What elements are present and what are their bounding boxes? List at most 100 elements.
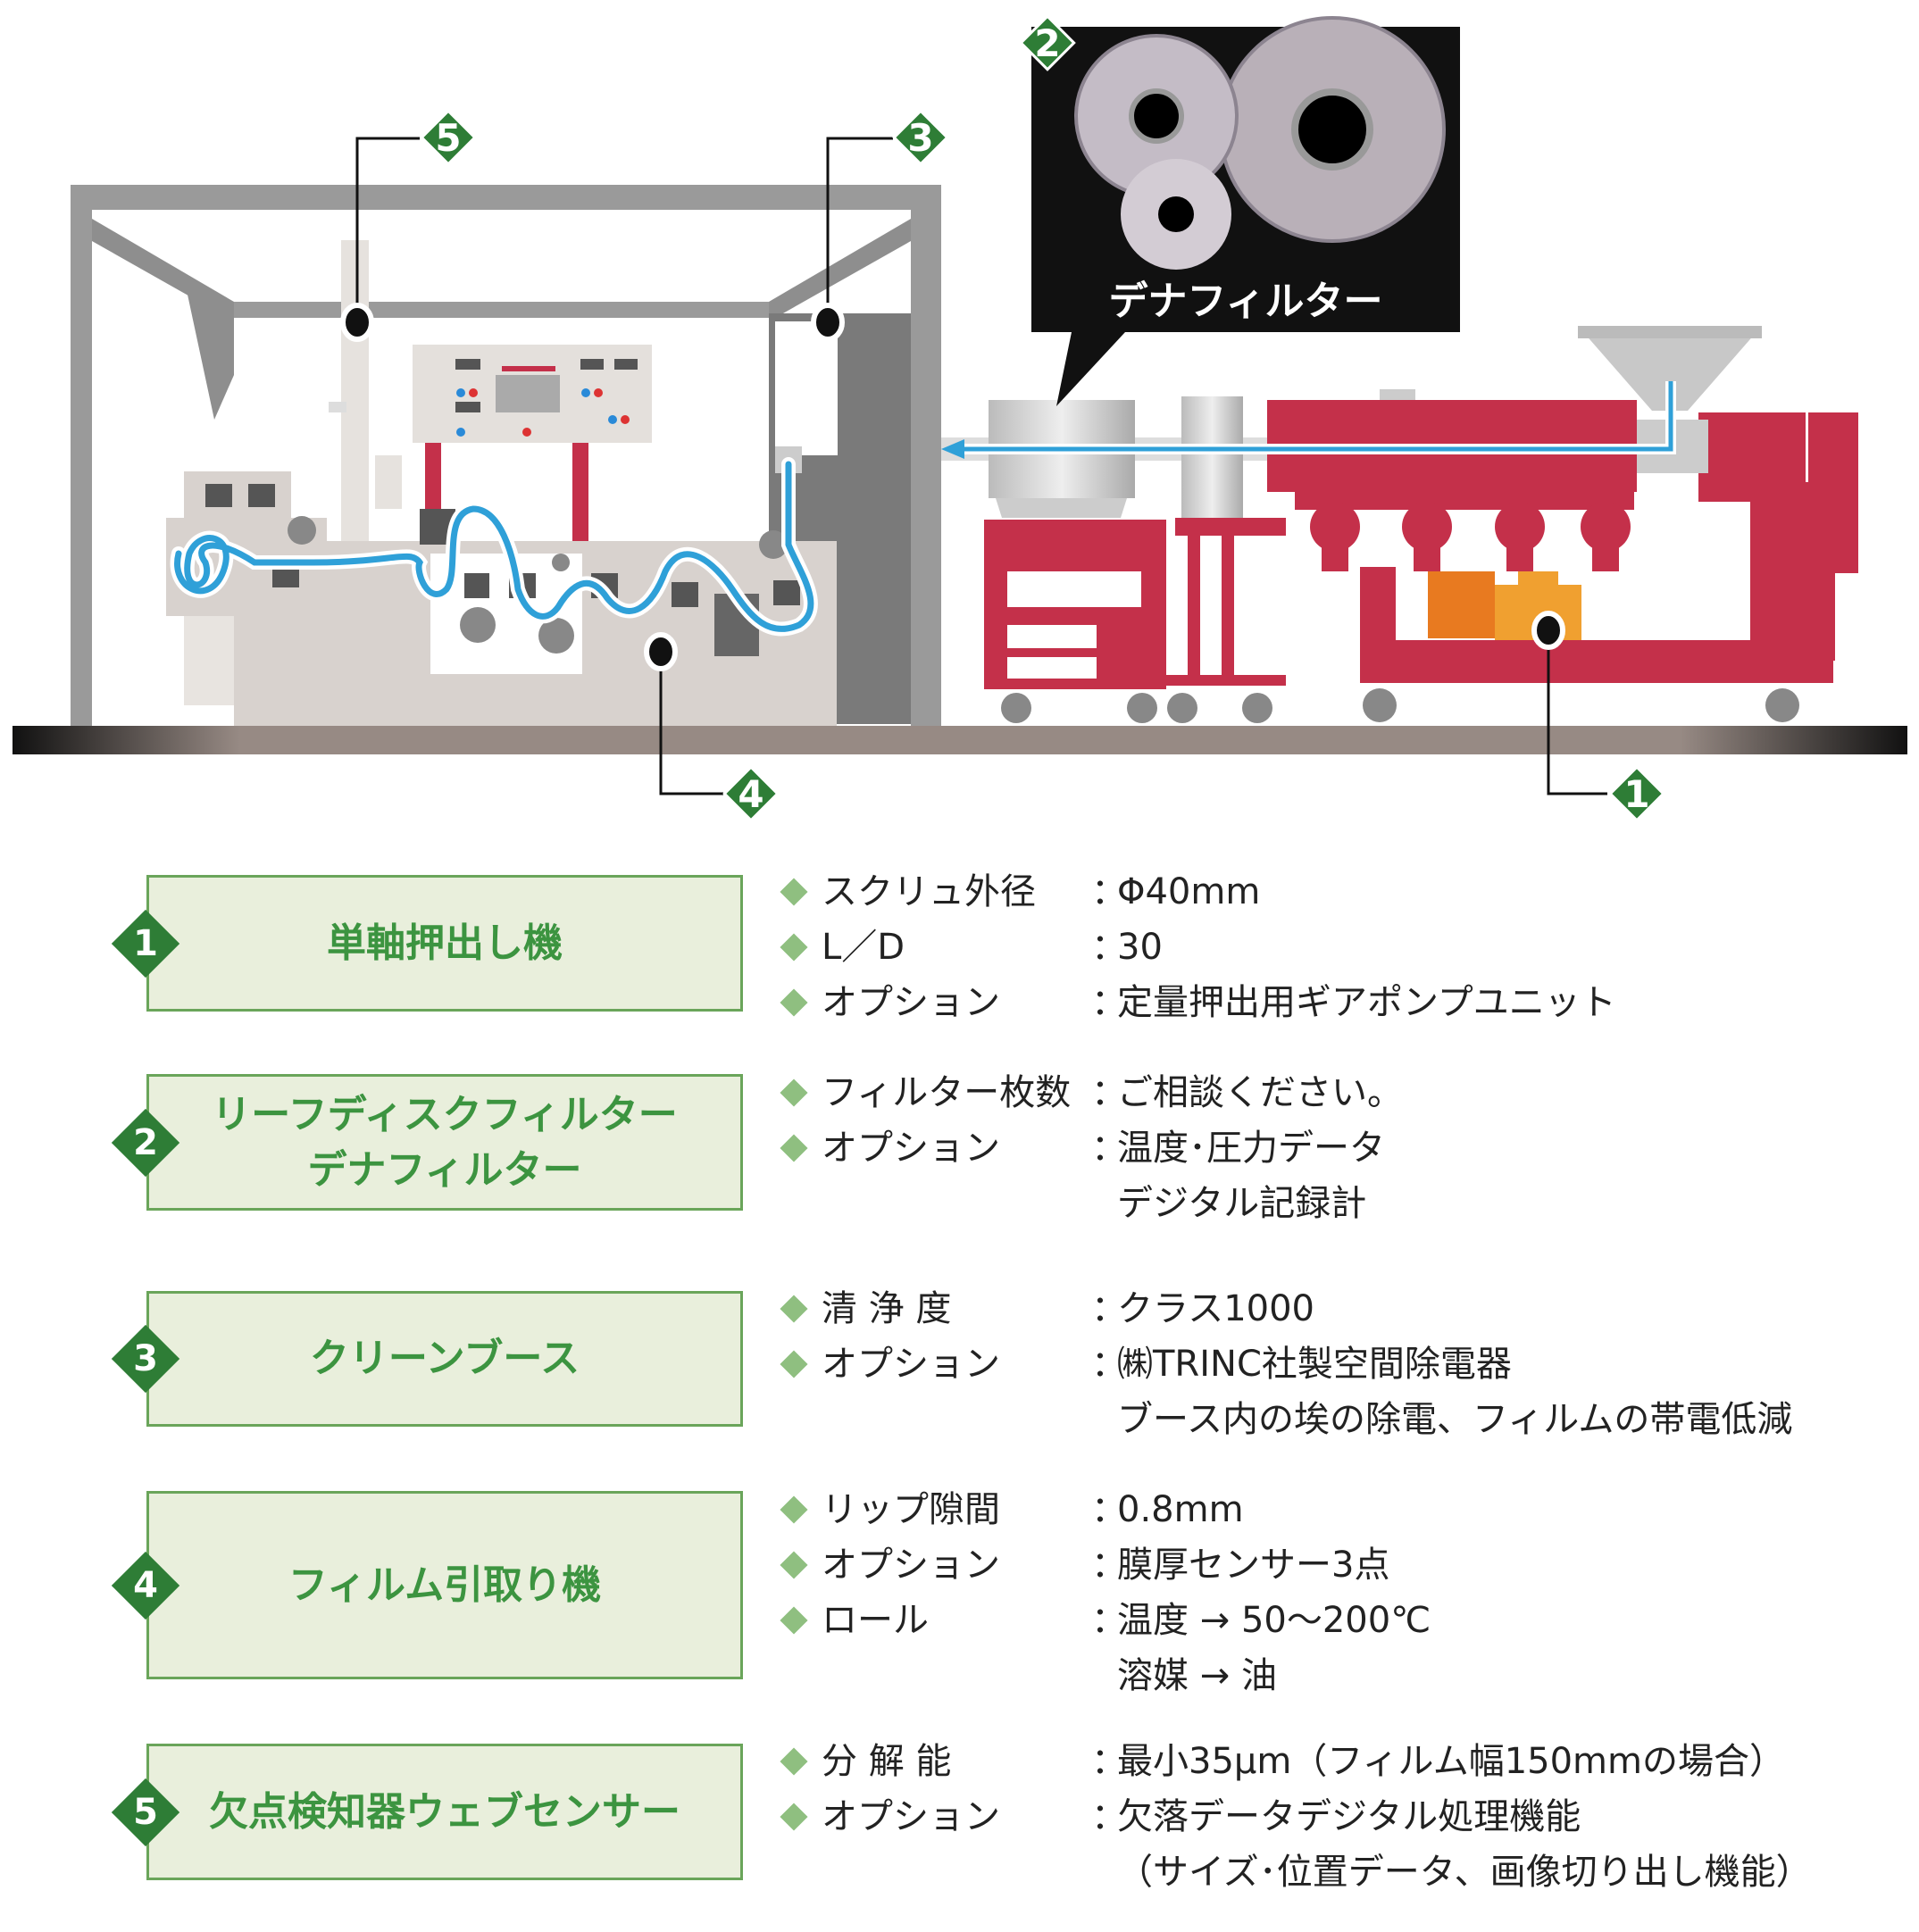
spec-value: （サイズ･位置データ、画像切り出し機能） [1117, 1852, 1812, 1893]
spec-label: オプション [822, 1545, 1000, 1586]
bullet-diamond-icon [780, 1295, 808, 1323]
spec-label: 清 浄 度 [822, 1288, 952, 1329]
spec-line: スクリュ外径：Φ40mm [0, 864, 1919, 920]
marker-2: 2 [1019, 14, 1076, 71]
bullet-diamond-icon [780, 878, 808, 906]
item-number: 1 [133, 922, 158, 964]
spec-label: L／D [822, 927, 905, 968]
spec-label: オプション [822, 1796, 1000, 1837]
item-title: 単軸押出し機 [327, 920, 563, 966]
bullet-diamond-icon [780, 1350, 808, 1378]
bullet-diamond-icon [780, 1078, 808, 1107]
spec-line: オプション ：温度･圧力データ [0, 1120, 1919, 1176]
spec-label: オプション [822, 1344, 1000, 1385]
item-number-badge: 5 [111, 1778, 180, 1846]
item-title: デナフィルター [307, 1146, 582, 1193]
marker-4: 4 [722, 765, 780, 822]
bullet-diamond-icon [780, 1551, 808, 1579]
spec-colon: ： [1091, 982, 1127, 1023]
spec-value: 温度 → 50～200℃ [1117, 1600, 1431, 1641]
svg-text:1: 1 [1623, 772, 1649, 816]
item-title: クリーンブース [309, 1336, 580, 1381]
item-title-box: フィルム引取り機 [146, 1491, 743, 1679]
spec-line: ブース内の埃の除電、フィルムの帯電低減 [0, 1392, 1919, 1447]
spec-line: オプション ：欠落データデジタル処理機能 [0, 1789, 1919, 1845]
spec-value: ㈱TRINC社製空間除電器 [1117, 1344, 1512, 1385]
spec-colon: ： [1091, 1796, 1127, 1837]
spec-value: 膜厚センサー3点 [1117, 1545, 1390, 1586]
item-title-box: 単軸押出し機 [146, 875, 743, 1012]
spec-line: フィルター枚数：ご相談ください。 [0, 1065, 1919, 1120]
spec-value: ブース内の埃の除電、フィルムの帯電低減 [1117, 1399, 1793, 1440]
spec-label: スクリュ外径 [822, 871, 1036, 912]
spec-colon: ： [1091, 1128, 1127, 1169]
spec-value: クラス1000 [1117, 1288, 1314, 1329]
marker-5: 5 [420, 109, 477, 166]
item-number: 5 [133, 1791, 158, 1833]
bullet-diamond-icon [780, 1495, 808, 1524]
spec-colon: ： [1091, 1288, 1127, 1329]
spec-line: 分 解 能 ：最小35µm（フィルム幅150mmの場合） [0, 1734, 1919, 1789]
spec-line: オプション ：㈱TRINC社製空間除電器 [0, 1337, 1919, 1392]
photo-label: デナフィルター [1108, 279, 1382, 324]
spec-value: 0.8mm [1117, 1489, 1244, 1530]
spec-value: 30 [1117, 927, 1163, 968]
bullet-diamond-icon [780, 1747, 808, 1776]
item-title: リーフディスクフィルター [212, 1091, 678, 1137]
spec-label: リップ隙間 [822, 1489, 1000, 1530]
spec-value: 温度･圧力データ [1117, 1128, 1385, 1169]
item-number-badge: 2 [111, 1108, 180, 1177]
item-title-box: 欠点検知器ウェブセンサー [146, 1744, 743, 1880]
spec-label: 分 解 能 [822, 1741, 952, 1782]
item-number: 2 [133, 1121, 158, 1163]
spec-line: 溶媒 → 油 [0, 1648, 1919, 1703]
marker-3: 3 [892, 109, 949, 166]
spec-label: オプション [822, 1128, 1000, 1169]
svg-text:4: 4 [738, 772, 763, 816]
spec-value: デジタル記録計 [1117, 1183, 1367, 1224]
bullet-diamond-icon [780, 1134, 808, 1162]
spec-colon: ： [1091, 1741, 1127, 1782]
bullet-diamond-icon [780, 1606, 808, 1635]
item-title-box: リーフディスクフィルターデナフィルター [146, 1074, 743, 1211]
item-title: フィルム引取り機 [288, 1561, 602, 1608]
spec-colon: ： [1091, 871, 1127, 912]
spec-line: オプション ：定量押出用ギアポンプユニット [0, 975, 1919, 1030]
spec-line: デジタル記録計 [0, 1176, 1919, 1231]
svg-text:3: 3 [907, 116, 933, 160]
item-title-box: クリーンブース [146, 1291, 743, 1427]
production-line-diagram: デナフィルター 1 2 3 4 5 [13, 14, 1907, 822]
spec-colon: ： [1091, 1545, 1127, 1586]
bullet-diamond-icon [780, 988, 808, 1017]
callout-dots [340, 303, 1565, 671]
spec-value: 定量押出用ギアポンプユニット [1117, 982, 1616, 1023]
item-number-badge: 4 [111, 1551, 180, 1620]
spec-colon: ： [1091, 927, 1127, 968]
single-screw-extruder [1267, 326, 1858, 722]
filter-photo: デナフィルター [1031, 16, 1460, 406]
marker-1: 1 [1608, 765, 1665, 822]
spec-line: オプション ：膜厚センサー3点 [0, 1537, 1919, 1593]
callout-lines [355, 137, 1607, 795]
spec-value: 溶媒 → 油 [1117, 1655, 1277, 1696]
spec-colon: ： [1091, 1489, 1127, 1530]
bullet-diamond-icon [780, 1803, 808, 1831]
spec-value: 欠落データデジタル処理機能 [1117, 1796, 1581, 1837]
spec-line: 清 浄 度 ：クラス1000 [0, 1281, 1919, 1337]
floor [13, 726, 1907, 754]
item-number: 3 [133, 1338, 158, 1379]
item-number-badge: 3 [111, 1324, 180, 1394]
spec-line: リップ隙間 ：0.8mm [0, 1482, 1919, 1537]
spec-colon: ： [1091, 1344, 1127, 1385]
item-number-badge: 1 [111, 909, 180, 978]
spec-line: ロール：温度 → 50～200℃ [0, 1593, 1919, 1648]
svg-text:2: 2 [1034, 21, 1060, 65]
spec-label: オプション [822, 982, 1000, 1023]
spec-line: L／D ：30 [0, 920, 1919, 975]
spec-colon: ： [1091, 1600, 1127, 1641]
spec-line: （サイズ･位置データ、画像切り出し機能） [0, 1845, 1919, 1900]
spec-value: 最小35µm（フィルム幅150mmの場合） [1117, 1741, 1785, 1782]
spec-value: ご相談ください。 [1117, 1072, 1403, 1113]
svg-text:5: 5 [435, 116, 461, 160]
spec-label: フィルター枚数 [822, 1072, 1072, 1113]
